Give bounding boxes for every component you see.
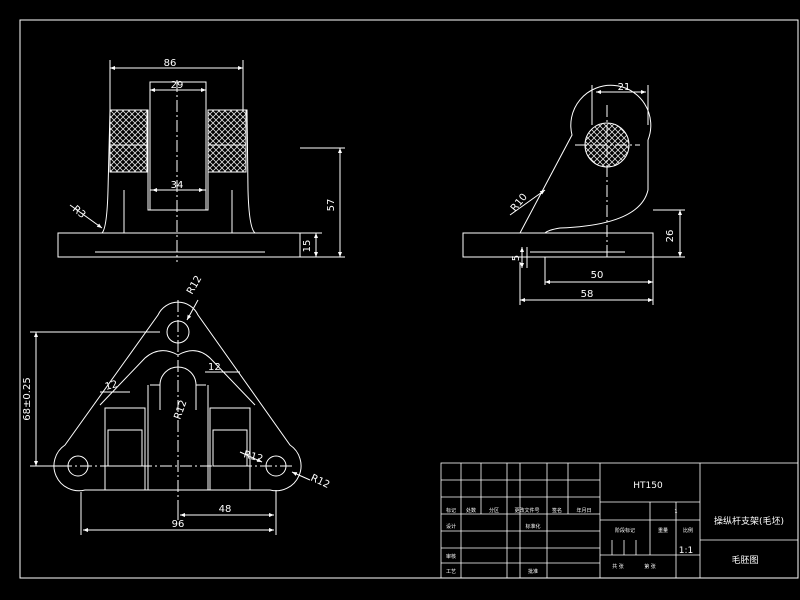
sheet-border xyxy=(19,19,799,579)
standard-label: 标准化 xyxy=(525,523,540,530)
row-label-2: 分区 xyxy=(489,507,499,514)
side-view xyxy=(462,84,685,305)
top-dim-r12-right-inner: R12 xyxy=(242,449,264,465)
top-dim-r12-center: R12 xyxy=(172,399,189,421)
drawing-type: 毛胚图 xyxy=(731,554,758,566)
top-dim-68: 68±0.25 xyxy=(22,377,33,420)
side-dim-50: 50 xyxy=(591,270,604,281)
front-dim-57: 57 xyxy=(326,199,337,212)
top-view xyxy=(30,299,311,535)
scale-label: 比例 xyxy=(683,527,693,534)
side-dim-26: 26 xyxy=(665,230,676,243)
approve-label: 批准 xyxy=(528,568,538,575)
row-label-3: 更改文件号 xyxy=(514,507,539,514)
front-dim-34: 34 xyxy=(171,180,184,191)
material-label: HT150 xyxy=(633,481,663,491)
design-label: 设计 xyxy=(446,523,456,530)
part-name: 操纵杆支架(毛坯) xyxy=(714,515,784,527)
row-label-1: 处数 xyxy=(466,507,476,514)
row-label-0: 标记 xyxy=(446,507,456,514)
weight-label: 重量 xyxy=(658,527,668,534)
front-view xyxy=(57,60,345,262)
front-dim-29: 29 xyxy=(171,80,184,91)
side-dim-21: 21 xyxy=(618,82,631,93)
scale-value: 1:1 xyxy=(679,546,693,556)
count-value: 1 xyxy=(674,509,677,515)
row-label-4: 签名 xyxy=(552,507,562,514)
stage-label: 阶段标记 xyxy=(615,527,635,534)
front-dim-86: 86 xyxy=(164,58,177,69)
top-dim-12-left: 12 xyxy=(104,379,119,393)
front-dim-15: 15 xyxy=(302,240,313,253)
sheet-label: 第 张 xyxy=(644,563,656,570)
top-dim-r12-top: R12 xyxy=(185,274,204,297)
title-block xyxy=(440,462,799,579)
top-dim-r12-right-outer: R12 xyxy=(309,473,331,491)
sheets-label: 共 张 xyxy=(612,563,624,570)
row-label-5: 年月日 xyxy=(576,507,591,514)
top-dim-48: 48 xyxy=(219,504,232,515)
side-dim-58: 58 xyxy=(581,289,594,300)
top-dim-96: 96 xyxy=(172,519,185,530)
process-label: 工艺 xyxy=(446,569,456,575)
side-dim-5: 5 xyxy=(511,255,522,261)
top-dim-12-right: 12 xyxy=(208,362,221,373)
review-label: 审核 xyxy=(446,553,456,560)
